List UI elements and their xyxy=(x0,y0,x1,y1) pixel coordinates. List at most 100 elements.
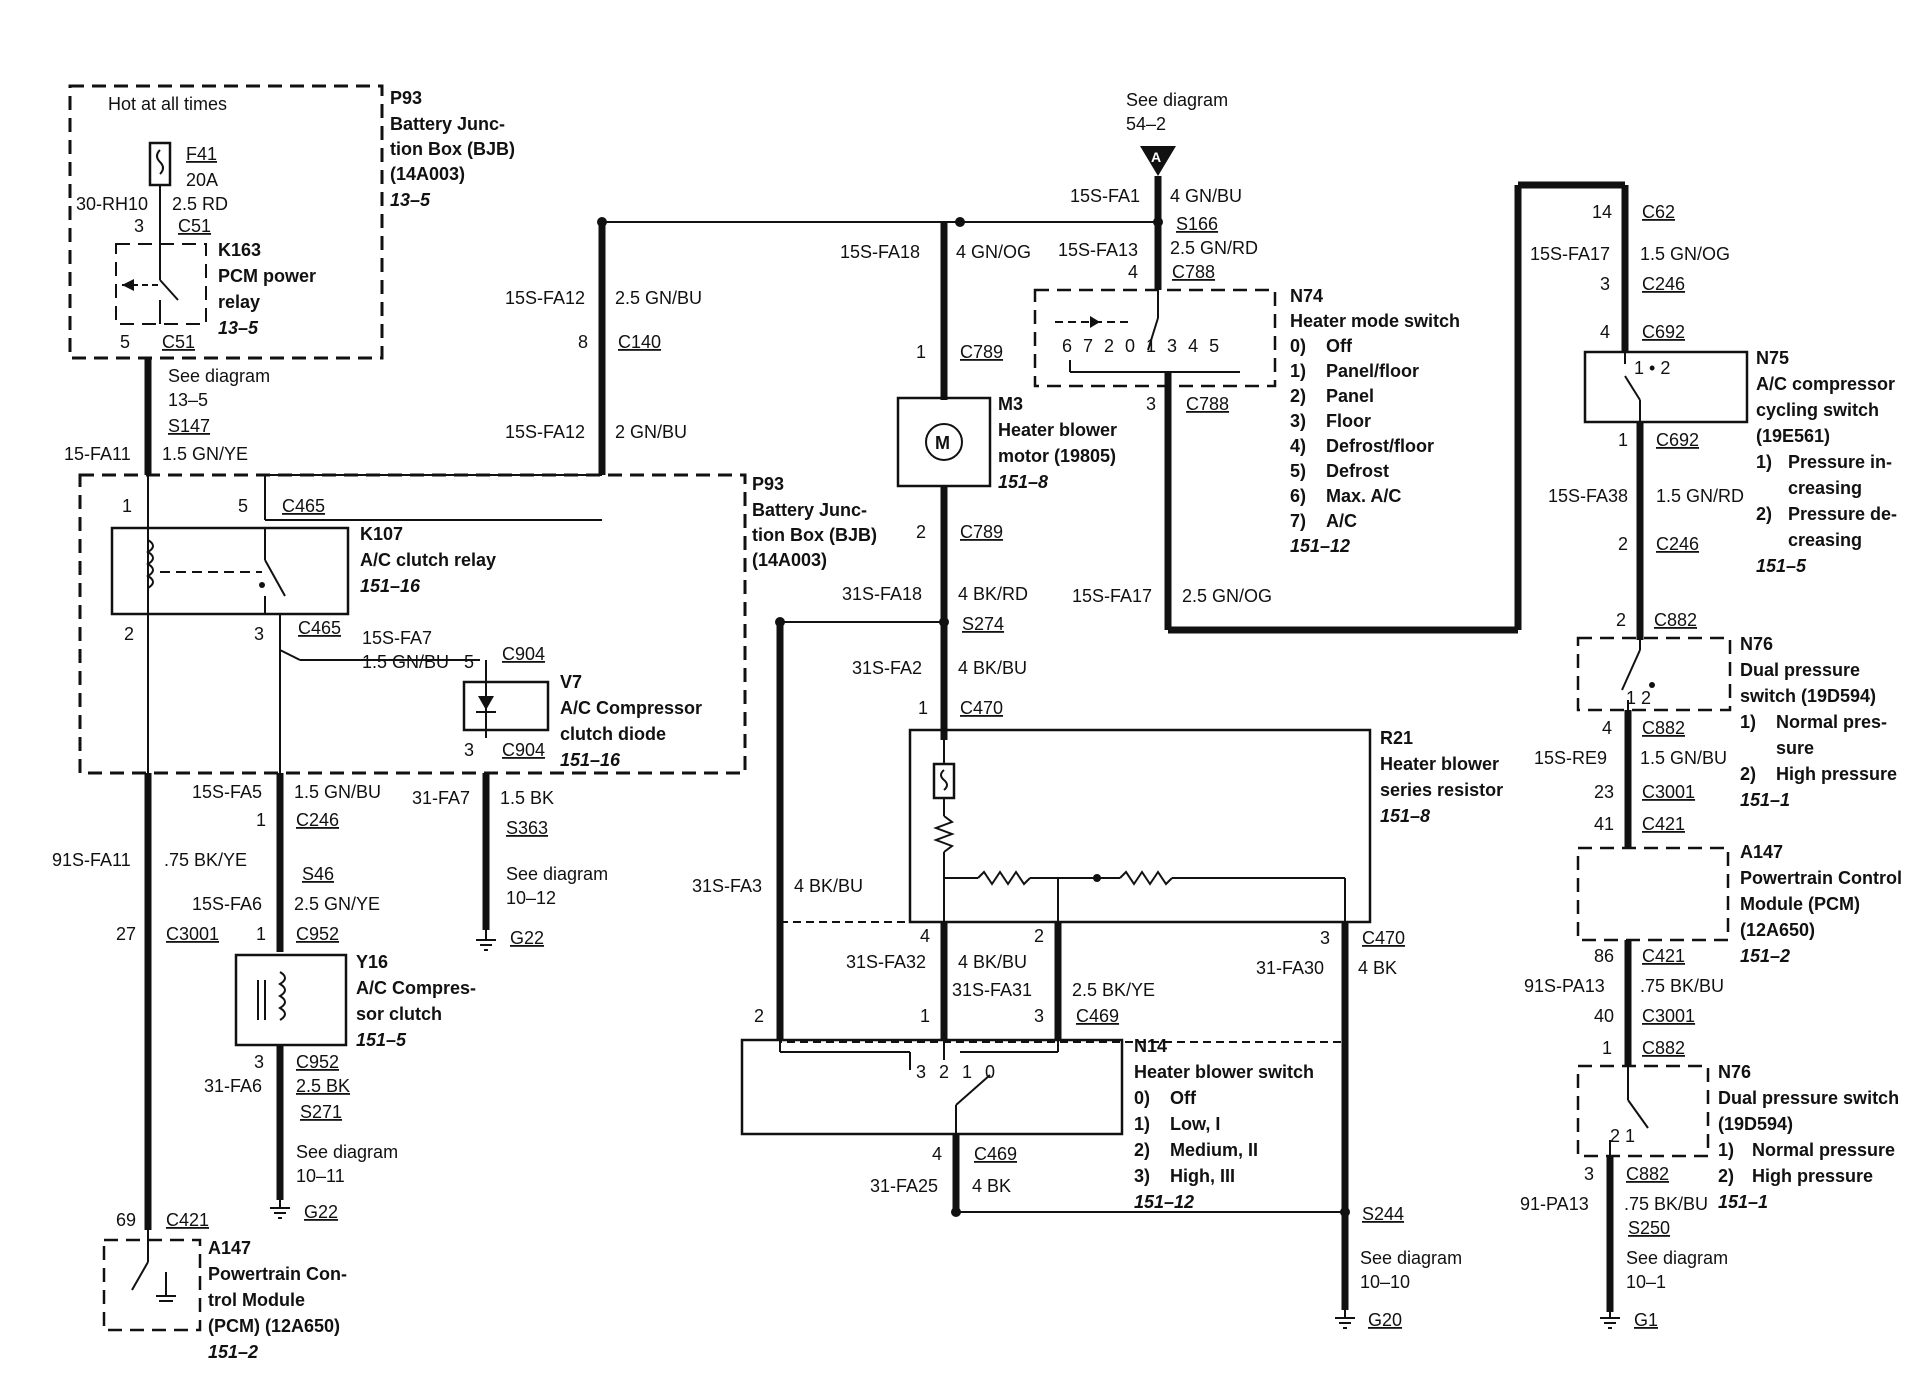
n76-desc-1: Dual pressure xyxy=(1740,660,1860,680)
wire-15s-fa6-label: 15S-FA6 xyxy=(192,894,262,914)
pin-label: 86 xyxy=(1594,946,1614,966)
pin-label: 41 xyxy=(1594,814,1614,834)
pin-label: 1 xyxy=(1602,1038,1612,1058)
p93-desc-2: tion Box (BJB) xyxy=(390,139,515,159)
connector-c62-label: C62 xyxy=(1642,202,1675,222)
n14-opt-0: 0) xyxy=(1134,1088,1150,1108)
n74-label: N74 xyxy=(1290,286,1323,306)
pin-label: 2 xyxy=(1616,610,1626,630)
wire-15s-fa17-label: 15S-FA17 xyxy=(1072,586,1152,606)
n76-positions: 2 1 xyxy=(1610,1126,1635,1146)
wire-91s-fa11-gauge: .75 BK/YE xyxy=(164,850,247,870)
wire-15s-fa7-gauge: 1.5 GN/BU xyxy=(362,652,449,672)
connector-c470-label: C470 xyxy=(1362,928,1405,948)
wire-31-fa30-gauge: 4 BK xyxy=(1358,958,1397,978)
n76-label: N76 xyxy=(1740,634,1773,654)
wire-15s-fa13-gauge: 2.5 GN/RD xyxy=(1170,238,1258,258)
wire-30-rh10-label: 30-RH10 xyxy=(76,194,148,214)
wire-31-fa25-gauge: 4 BK xyxy=(972,1176,1011,1196)
connector-c469-label: C469 xyxy=(974,1144,1017,1164)
r21-desc-1: Heater blower xyxy=(1380,754,1499,774)
a147-desc-2: Module (PCM) xyxy=(1740,894,1860,914)
pin-label: 14 xyxy=(1592,202,1612,222)
n76-opt-2: 2) xyxy=(1740,764,1756,784)
wire-15s-fa18-gauge: 4 GN/OG xyxy=(956,242,1031,262)
n75-opt-2-text: Pressure de- xyxy=(1788,504,1897,524)
n75-opt-1: 1) xyxy=(1756,452,1772,472)
wire-15s-fa13-label: 15S-FA13 xyxy=(1058,240,1138,260)
pin-label: 8 xyxy=(578,332,588,352)
n76-opt-1-text-2: sure xyxy=(1776,738,1814,758)
n74-opt-0: 0) xyxy=(1290,336,1306,356)
n75-opt-2: 2) xyxy=(1756,504,1772,524)
connector-c3001-label: C3001 xyxy=(166,924,219,944)
wire-31-fa6-gauge: 2.5 BK xyxy=(296,1076,350,1096)
wire-91s-pa13-gauge: .75 BK/BU xyxy=(1640,976,1724,996)
p93-label: P93 xyxy=(752,474,784,494)
wire-15s-fa1-gauge: 4 GN/BU xyxy=(1170,186,1242,206)
n76-positions: 1 2 xyxy=(1626,688,1651,708)
see-diagram-ref: 10–10 xyxy=(1360,1272,1410,1292)
wire-31s-fa32-gauge: 4 BK/BU xyxy=(958,952,1027,972)
wire-30-rh10-gauge: 2.5 RD xyxy=(172,194,228,214)
wire-15s-fa6-gauge: 2.5 GN/YE xyxy=(294,894,380,914)
pin-label: 1 xyxy=(1618,430,1628,450)
n75-desc-3: (19E561) xyxy=(1756,426,1830,446)
wire-31-fa30-label: 31-FA30 xyxy=(1256,958,1324,978)
fuse-f41-icon xyxy=(148,141,172,187)
n14-opt-1-text: Low, I xyxy=(1170,1114,1220,1134)
ground-g1-icon xyxy=(1600,1312,1620,1329)
splice-s271-label: S271 xyxy=(300,1102,342,1122)
n74-opt-7: 7) xyxy=(1290,511,1306,531)
connector-c421-label: C421 xyxy=(1642,946,1685,966)
pin-label: 1 xyxy=(256,810,266,830)
wire-31-fa7-label: 31-FA7 xyxy=(412,788,470,808)
connector-c788-label: C788 xyxy=(1172,262,1215,282)
pin-label: 3 xyxy=(1584,1164,1594,1184)
n14-opt-2-text: Medium, II xyxy=(1170,1140,1258,1160)
connector-c882-label: C882 xyxy=(1626,1164,1669,1184)
see-diagram-ref: 10–11 xyxy=(296,1166,345,1186)
n76-opt-1: 1) xyxy=(1740,712,1756,732)
p93-desc-1: Battery Junc- xyxy=(390,114,505,134)
ground-g22-icon xyxy=(476,930,496,951)
n76-dual-pressure-switch-icon xyxy=(1576,1064,1710,1158)
v7-desc-2: clutch diode xyxy=(560,724,666,744)
pin-label: 1 xyxy=(122,496,132,516)
wire-31s-fa18-gauge: 4 BK/RD xyxy=(958,584,1028,604)
connector-c789-label: C789 xyxy=(960,342,1003,362)
p93-desc-3: (14A003) xyxy=(390,164,465,184)
pin-label: 3 xyxy=(1320,928,1330,948)
ground-g22-label: G22 xyxy=(510,928,544,948)
pin-label: 27 xyxy=(116,924,136,944)
ground-g22-icon xyxy=(270,1200,290,1219)
pin-label: 4 xyxy=(932,1144,942,1164)
r21-desc-2: series resistor xyxy=(1380,780,1503,800)
n14-label: N14 xyxy=(1134,1036,1167,1056)
n76-desc-2: (19D594) xyxy=(1718,1114,1793,1134)
n75-positions: 1 • 2 xyxy=(1634,358,1670,378)
v7-desc-1: A/C Compressor xyxy=(560,698,702,718)
n14-opt-3-text: High, III xyxy=(1170,1166,1235,1186)
k163-ref: 13–5 xyxy=(218,318,259,338)
wire-31-fa25-label: 31-FA25 xyxy=(870,1176,938,1196)
wire-31s-fa31-gauge: 2.5 BK/YE xyxy=(1072,980,1155,1000)
n75-opt-1-text-2: creasing xyxy=(1788,478,1862,498)
wire-15-fa11-gauge: 1.5 GN/YE xyxy=(162,444,248,464)
connector-c469-label: C469 xyxy=(1076,1006,1119,1026)
n74-opt-3: 3) xyxy=(1290,411,1306,431)
pin-label: 4 xyxy=(920,926,930,946)
wire-15s-fa38-gauge: 1.5 GN/RD xyxy=(1656,486,1744,506)
see-diagram-ref: 10–12 xyxy=(506,888,556,908)
r21-ref: 151–8 xyxy=(1380,806,1430,826)
n75-ref: 151–5 xyxy=(1756,556,1807,576)
pin-label: 2 xyxy=(916,522,926,542)
pin-label: 3 xyxy=(1600,274,1610,294)
splice-s147-label: S147 xyxy=(168,416,210,436)
see-diagram-label: See diagram xyxy=(506,864,608,884)
n14-connector-dash xyxy=(779,921,1346,1043)
pin-label: 4 xyxy=(1602,718,1612,738)
y16-desc-2: sor clutch xyxy=(356,1004,442,1024)
pin-label: 4 xyxy=(1128,262,1138,282)
